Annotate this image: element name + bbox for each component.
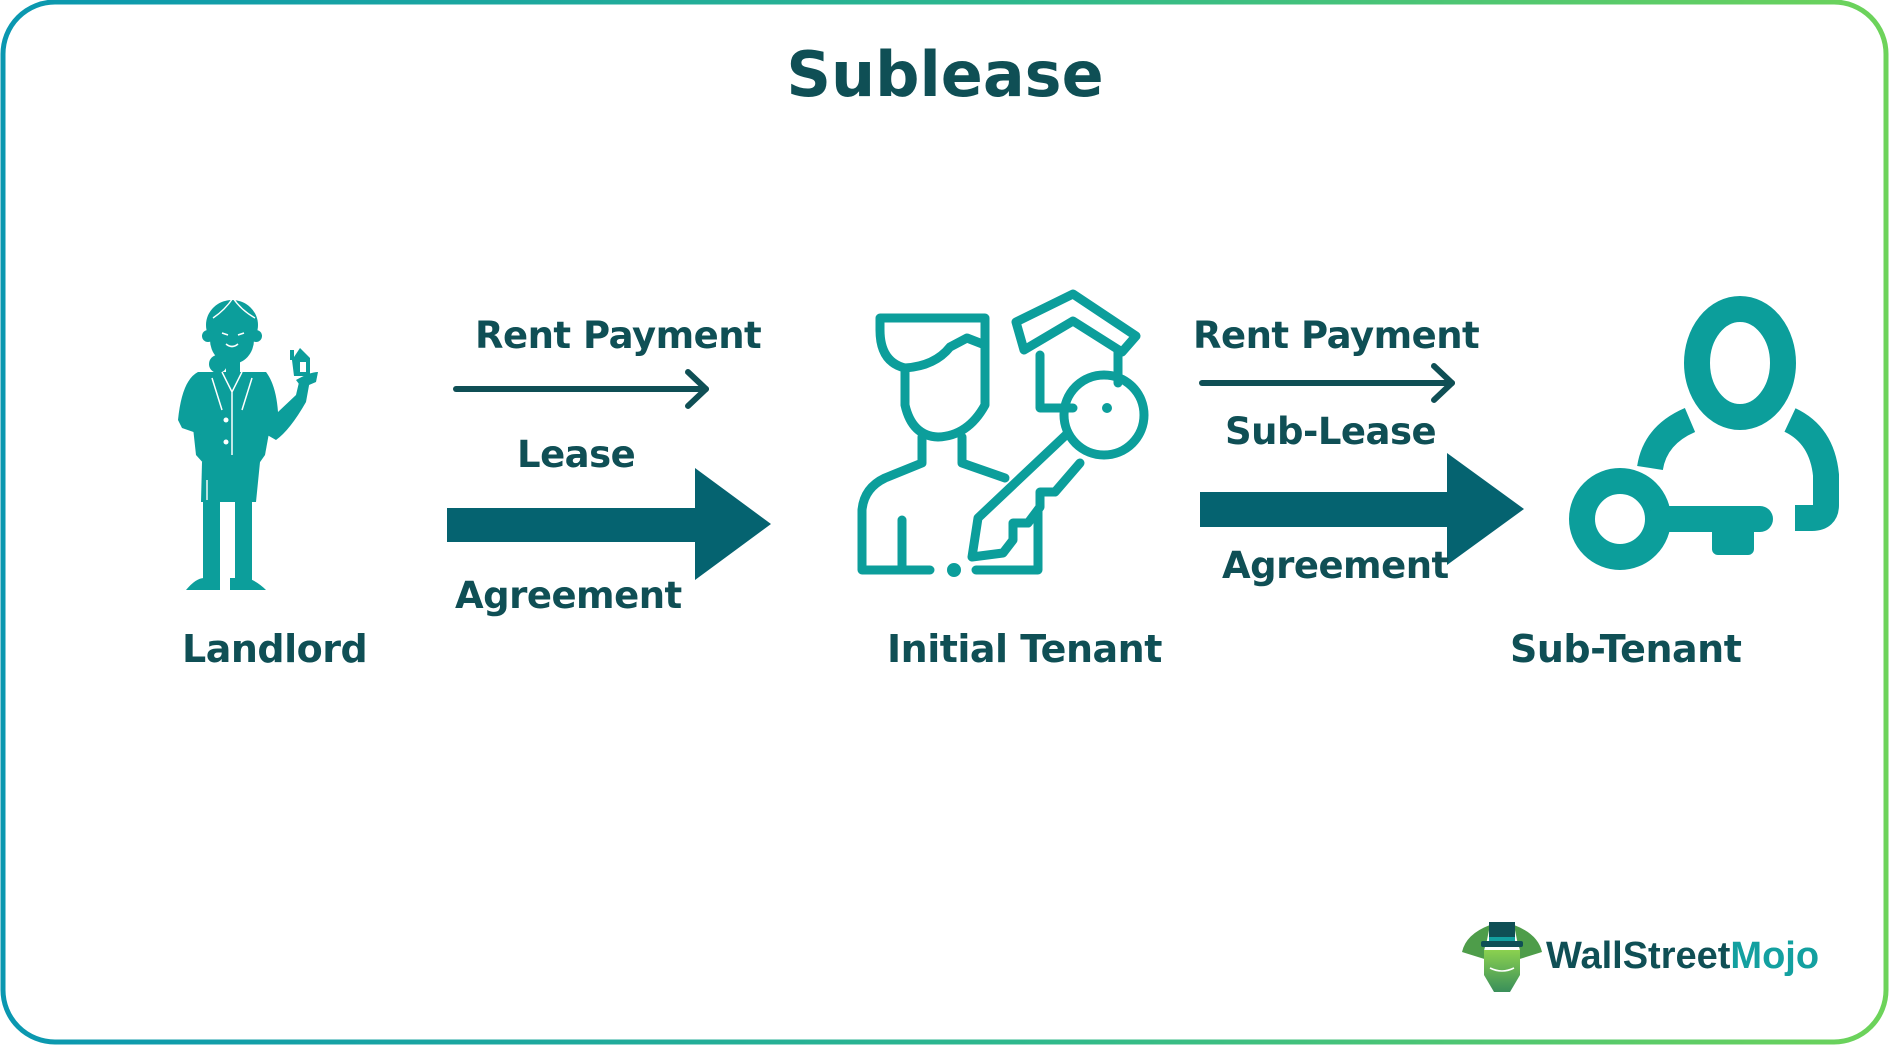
person-house-key-icon (857, 289, 1149, 577)
rent-payment-label-2: Rent Payment (1193, 314, 1480, 357)
logo-text-accent: Mojo (1730, 935, 1820, 977)
sub-lease-agreement-arrow (1200, 453, 1524, 565)
rent-payment-arrow-2 (1199, 363, 1455, 403)
woman-holding-house-icon (178, 296, 318, 590)
bull-with-top-hat-icon (1462, 922, 1542, 992)
agreement-label-1: Agreement (455, 574, 682, 617)
lease-agreement-arrow (447, 468, 771, 580)
logo-text-primary: WallStreet (1546, 935, 1731, 977)
page-title: Sublease (786, 38, 1104, 111)
initial-tenant-label: Initial Tenant (887, 627, 1162, 671)
key-bit (1712, 519, 1754, 555)
wallstreetmojo-logo: WallStreetMojo (1546, 935, 1819, 978)
agreement-label-2: Agreement (1222, 544, 1449, 587)
sub-tenant-label: Sub-Tenant (1510, 627, 1742, 671)
rent-payment-arrow-1 (453, 369, 709, 409)
lease-label: Lease (517, 433, 636, 476)
landlord-label: Landlord (182, 627, 368, 671)
sub-lease-label: Sub-Lease (1225, 410, 1437, 453)
rent-payment-label-1: Rent Payment (475, 314, 762, 357)
